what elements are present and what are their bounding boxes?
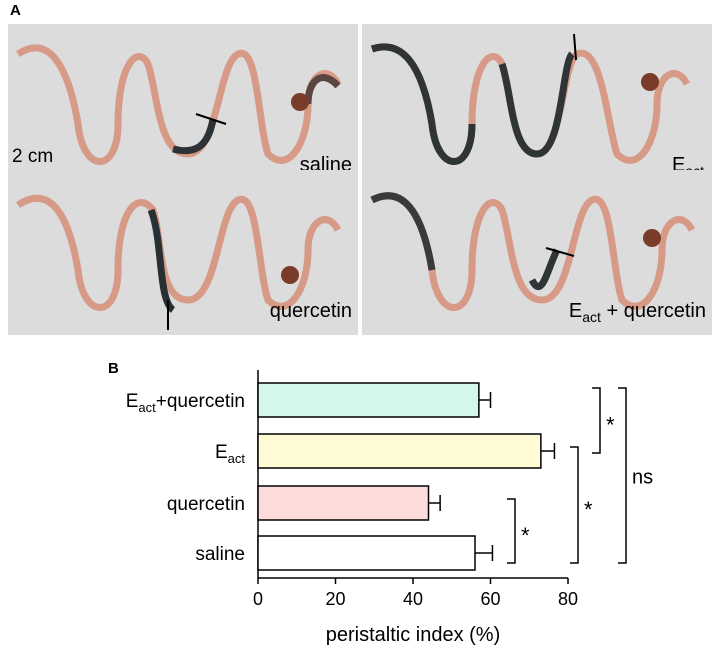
- intestine-illustration: [16, 194, 342, 330]
- photo-eact: Eact: [362, 24, 712, 189]
- photo-label-quercetin: quercetin: [269, 300, 352, 322]
- bar: [257, 433, 542, 469]
- significance-bracket: [592, 387, 601, 454]
- intestine-illustration: [370, 192, 696, 311]
- significance-label: *: [606, 413, 615, 438]
- significance-bracket: [618, 387, 627, 564]
- panel-a-letter: A: [10, 2, 21, 19]
- bar: [257, 382, 480, 418]
- x-tick-label: 40: [403, 589, 423, 609]
- x-axis-label: peristaltic index (%): [326, 624, 501, 646]
- category-label: saline: [195, 544, 245, 565]
- intestine-illustration: [370, 33, 691, 165]
- category-label: Eact+quercetin: [126, 391, 245, 415]
- intestine-illustration: [12, 44, 342, 174]
- significance-label: *: [521, 523, 530, 548]
- significance-label: ns: [632, 467, 653, 489]
- x-tick-label: 60: [480, 589, 500, 609]
- bar: [257, 485, 430, 521]
- significance-label: *: [584, 497, 593, 522]
- scale-bar-label: 2 cm: [12, 146, 54, 167]
- bar: [257, 535, 476, 571]
- bar-chart: 0 20 40 60 80 peristaltic index (%) Eact+querc…: [126, 370, 653, 646]
- photo-eact-quercetin: Eact + quercetin: [362, 170, 712, 335]
- significance-bracket: [507, 498, 516, 564]
- photo-quercetin: quercetin: [8, 170, 358, 335]
- significance-bracket: [570, 446, 579, 564]
- x-tick-label: 0: [253, 589, 263, 609]
- x-tick-label: 80: [558, 589, 578, 609]
- category-label: Eact: [215, 442, 245, 466]
- category-label: quercetin: [167, 494, 245, 515]
- x-tick-label: 20: [325, 589, 345, 609]
- photo-saline: 2 cm saline: [8, 24, 358, 189]
- photo-label-eact-quercetin: Eact + quercetin: [568, 300, 706, 325]
- panel-b-letter: B: [108, 360, 119, 377]
